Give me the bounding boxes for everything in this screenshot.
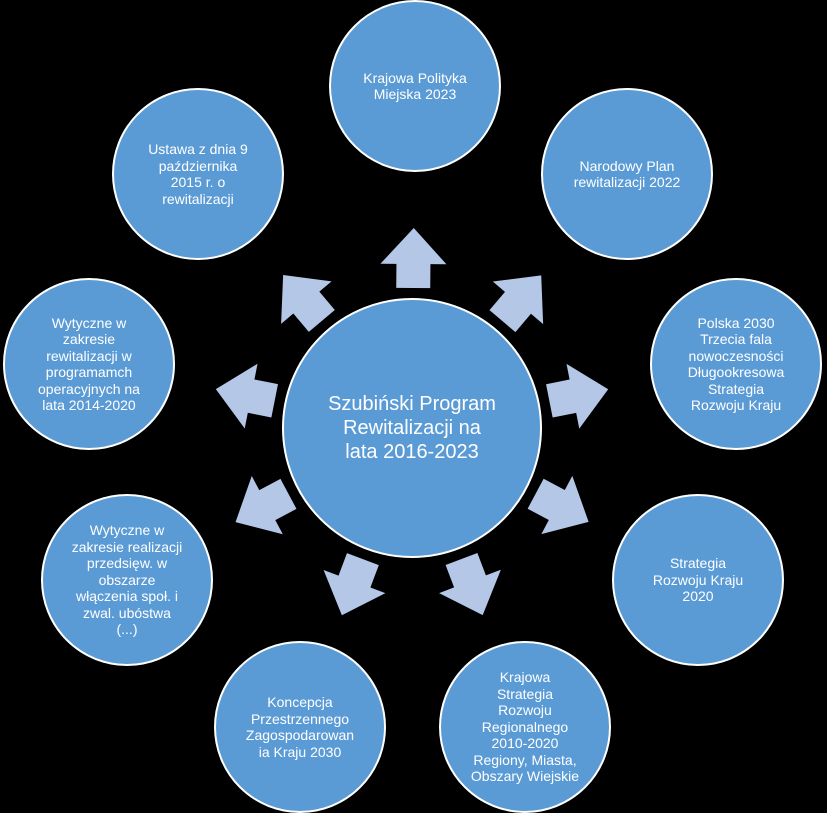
center-node: Szubiński Program Rewitalizacji na lata … [282,298,542,558]
node-ustawa-o-rewitalizacji: Ustawa z dnia 9 października 2015 r. o r… [112,88,284,260]
arrow-4 [439,552,501,616]
node-label: Narodowy Plan rewitalizacji 2022 [573,157,681,191]
node-narodowy-plan-rewitalizacji: Narodowy Plan rewitalizacji 2022 [541,88,713,260]
node-wytyczne-wlaczenia-spolecznego: Wytyczne w zakresie realizacji przedsięw… [41,494,213,666]
node-label: Wytyczne w zakresie rewitalizacji w prog… [38,314,140,414]
arrow-0 [380,228,447,289]
node-label: Krajowa Strategia Rozwoju Regionalnego 2… [470,669,580,785]
node-label: Polska 2030 Trzecia fala nowoczesności D… [687,314,785,414]
node-krajowa-polityka-miejska: Krajowa Polityka Miejska 2023 [329,0,501,172]
arrow-5 [323,553,386,616]
node-wytyczne-rewitalizacji: Wytyczne w zakresie rewitalizacji w prog… [3,278,175,450]
node-label: Krajowa Polityka Miejska 2023 [363,69,467,103]
center-node-label: Szubiński Program Rewitalizacji na lata … [328,393,496,463]
node-polska-2030: Polska 2030 Trzecia fala nowoczesności D… [650,278,822,450]
arrow-6 [235,476,297,535]
arrow-2 [546,363,609,429]
arrow-1 [489,275,544,333]
node-strategia-rozwoju-kraju: Strategia Rozwoju Kraju 2020 [612,494,784,666]
node-label: Koncepcja Przestrzennego Zagospodarowan … [245,694,355,760]
arrow-7 [215,363,278,429]
node-krajowa-strategia-rozwoju-regionalnego: Krajowa Strategia Rozwoju Regionalnego 2… [439,641,611,813]
node-label: Wytyczne w zakresie realizacji przedsięw… [71,522,183,638]
arrow-8 [281,275,335,332]
node-label: Ustawa z dnia 9 października 2015 r. o r… [148,141,248,207]
arrow-3 [527,475,589,535]
node-koncepcja-przestrzennego-zagospodarowania: Koncepcja Przestrzennego Zagospodarowan … [214,641,386,813]
node-label: Strategia Rozwoju Kraju 2020 [652,555,744,605]
